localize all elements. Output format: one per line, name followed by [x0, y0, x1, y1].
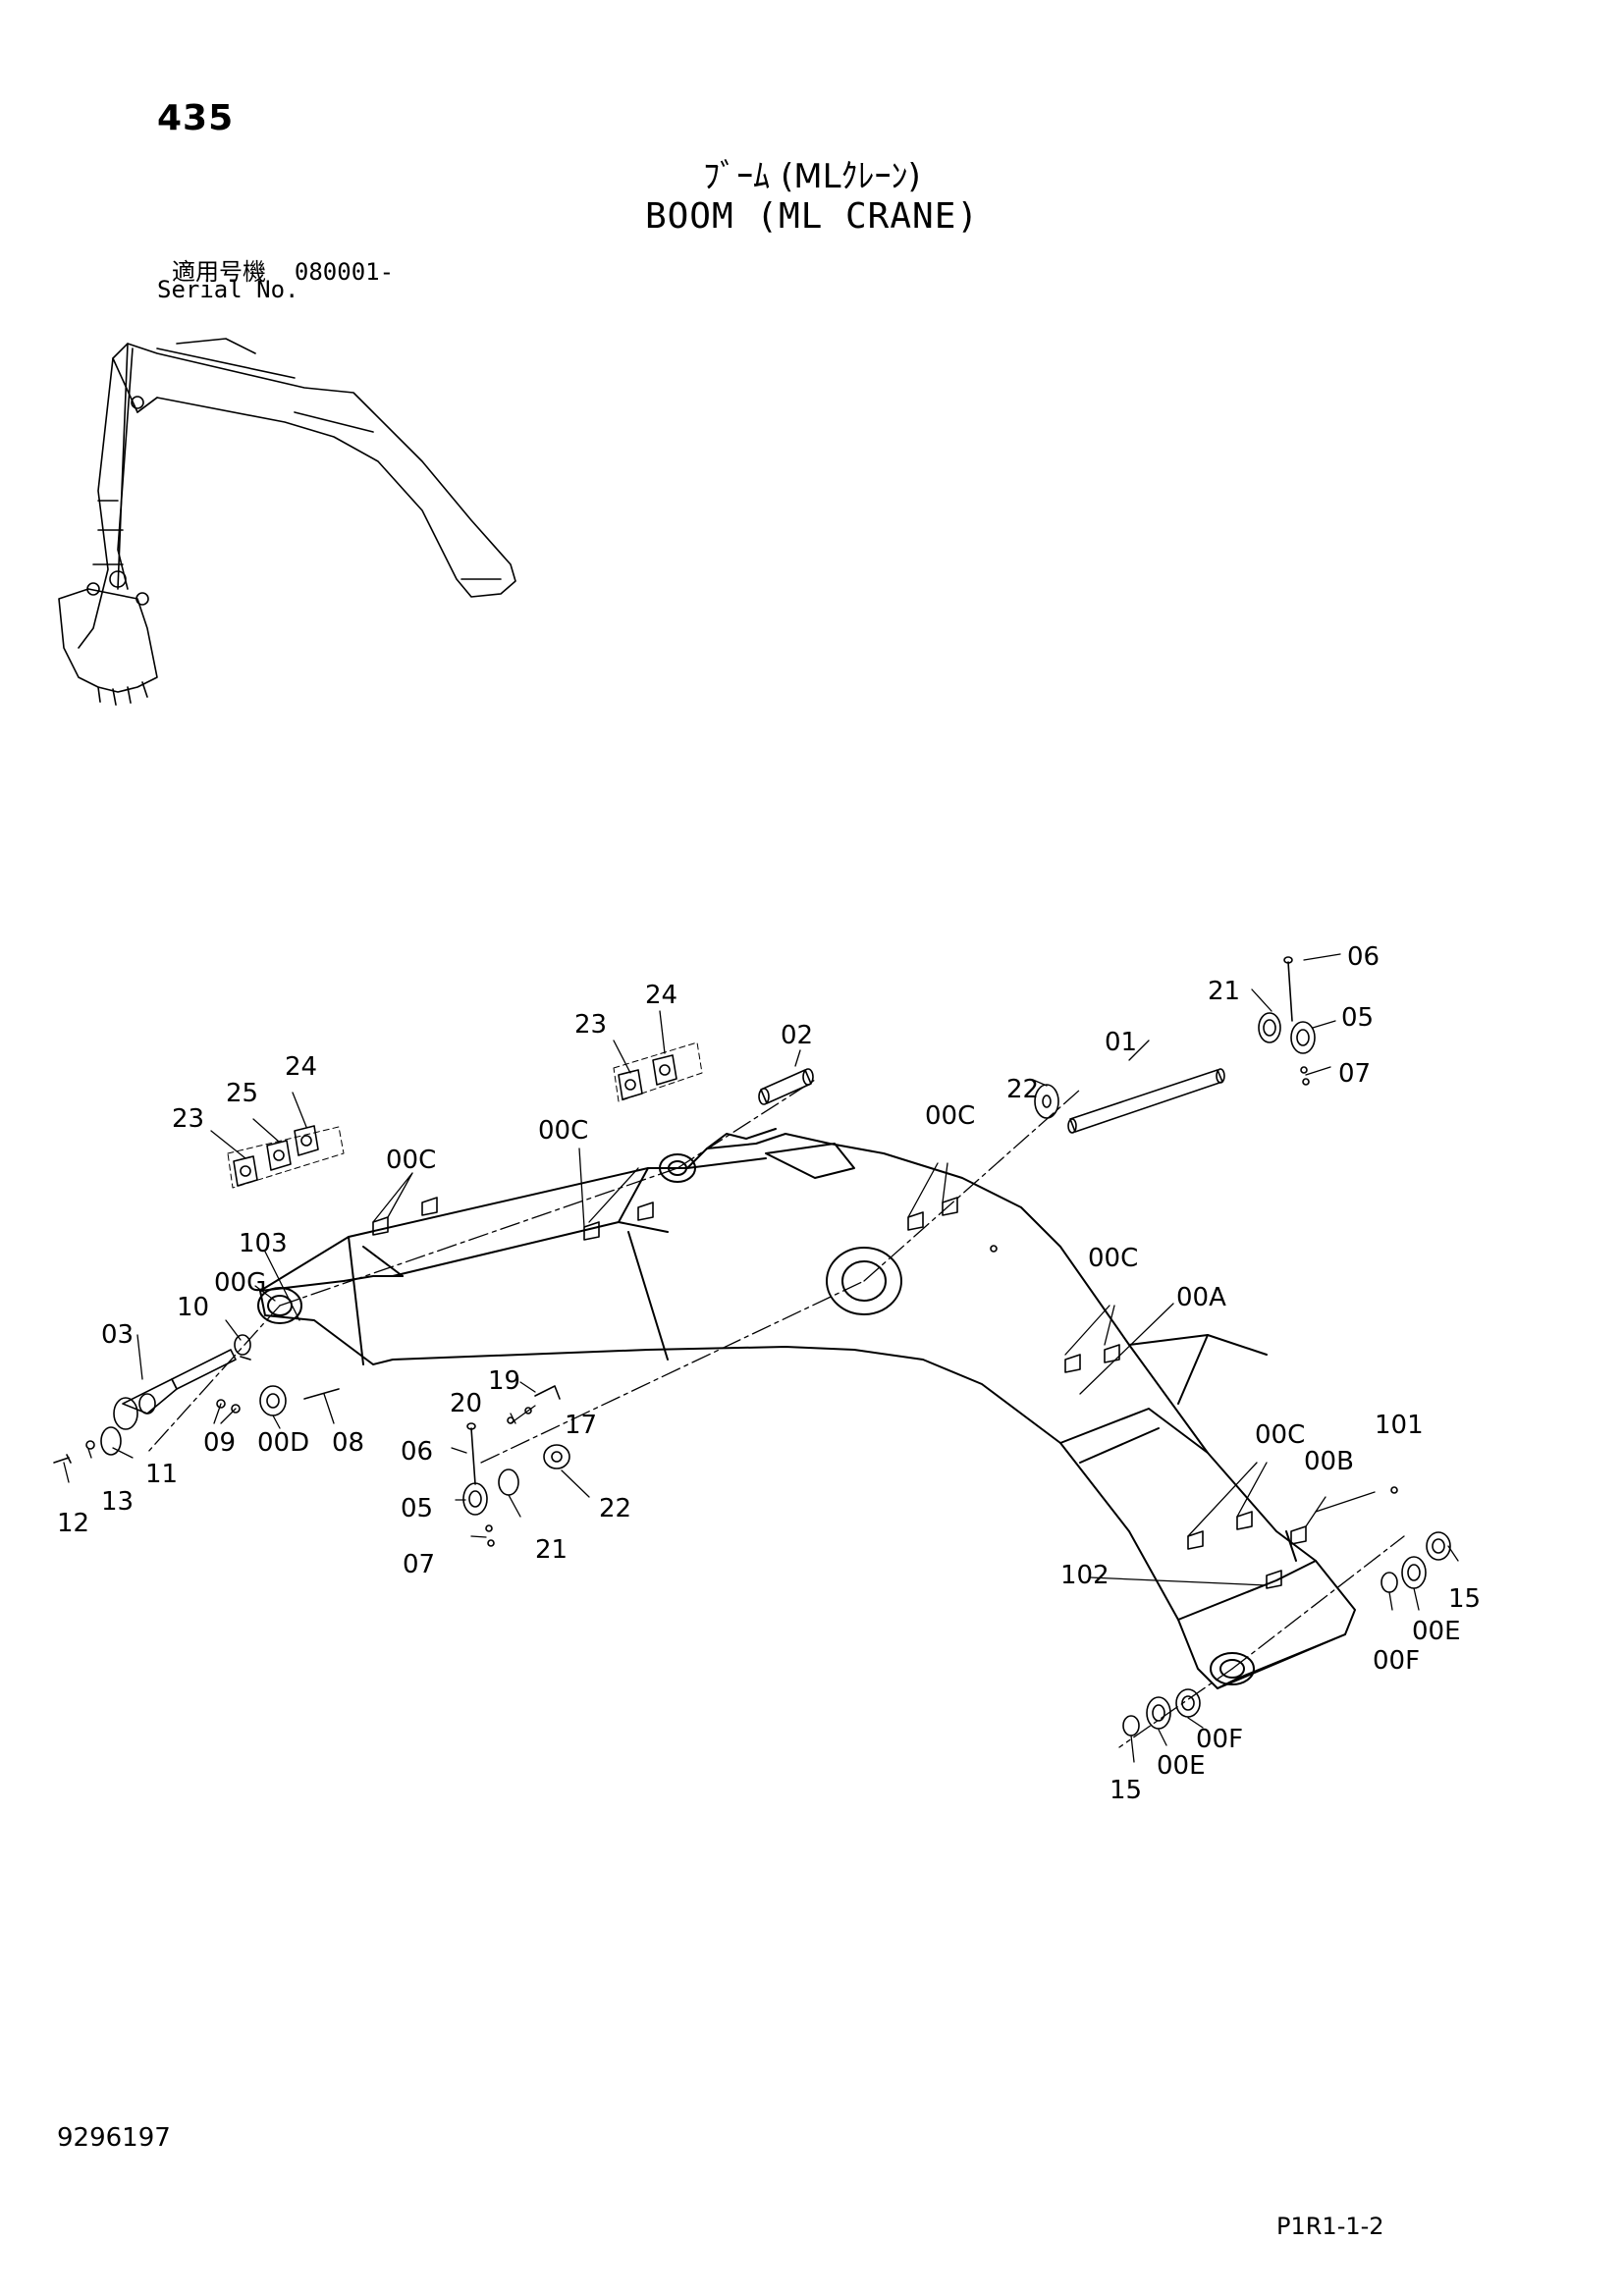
callout-label: 05 — [1341, 1003, 1374, 1033]
callout-label: 24 — [285, 1052, 317, 1082]
title-english: BOOM (ML CRANE) — [644, 196, 980, 237]
callout-label: 102 — [1060, 1561, 1110, 1590]
callout-label: 13 — [101, 1487, 134, 1517]
callout-label: 03 — [101, 1320, 134, 1350]
callout-label: 24 — [645, 981, 677, 1010]
callout-label: 00F — [1373, 1646, 1420, 1676]
callout-label: 00C — [1255, 1420, 1305, 1450]
callout-label: 00C — [1088, 1244, 1138, 1273]
callout-label: 23 — [172, 1104, 204, 1134]
callout-label: 101 — [1375, 1411, 1424, 1440]
page-number: 435 — [157, 98, 235, 138]
pin-03 — [53, 1349, 237, 1464]
callout-label: 00F — [1196, 1725, 1243, 1754]
callout-labels: 06 05 07 21 01 22 02 24 23 24 23 25 00C … — [57, 942, 1481, 1805]
callout-label: 23 — [574, 1010, 607, 1040]
callout-label: 22 — [599, 1494, 631, 1523]
callout-label: 22 — [1006, 1075, 1039, 1104]
callout-label: 00C — [386, 1146, 436, 1175]
callout-label: 17 — [565, 1411, 597, 1440]
document-number: 9296197 — [57, 2123, 171, 2153]
callout-label: 10 — [177, 1293, 209, 1322]
boom-main-body — [257, 1128, 1356, 1689]
collars-and-rings — [216, 956, 1451, 1736]
callout-label: 00E — [1157, 1751, 1206, 1781]
pin-01 — [1067, 1068, 1225, 1134]
excavator-overview-illustration — [58, 338, 516, 706]
page-code: P1R1-1-2 — [1276, 2213, 1384, 2240]
shims — [227, 1041, 703, 1189]
callout-label: 15 — [1448, 1584, 1481, 1614]
axis-lines — [146, 1079, 1405, 1748]
callout-label: 00G — [214, 1268, 266, 1298]
callout-label: 00B — [1304, 1447, 1354, 1476]
callout-label: 00C — [925, 1101, 975, 1131]
callout-label: 02 — [781, 1021, 813, 1050]
callout-label: 25 — [226, 1079, 258, 1108]
callout-label: 00C — [538, 1116, 588, 1146]
callout-label: 00A — [1176, 1283, 1226, 1312]
callout-label: 07 — [403, 1550, 435, 1579]
callout-label: 07 — [1338, 1059, 1371, 1089]
title-japanese: ﾌﾞｰﾑ (MLｸﾚｰﾝ) — [703, 157, 921, 196]
callout-label: 15 — [1110, 1776, 1142, 1805]
callout-label: 21 — [1208, 977, 1240, 1006]
callout-label: 103 — [239, 1229, 288, 1258]
callout-label: 01 — [1105, 1028, 1137, 1057]
callout-label: 19 — [488, 1366, 520, 1396]
callout-label: 00E — [1412, 1617, 1461, 1646]
serial-label-japanese: 適用号機 — [172, 258, 266, 286]
callout-label: 06 — [1347, 942, 1380, 972]
callout-label: 21 — [535, 1535, 568, 1565]
callout-label: 11 — [145, 1460, 178, 1489]
serial-applicability: 適用号機 080001- — [172, 252, 394, 287]
callout-label: 00D — [257, 1428, 309, 1458]
callout-label: 09 — [203, 1428, 236, 1458]
callout-label: 12 — [57, 1509, 89, 1538]
callout-label: 20 — [450, 1389, 482, 1418]
gusset-plates — [372, 1197, 1307, 1589]
callout-label: 05 — [401, 1494, 433, 1523]
pin-02 — [758, 1068, 814, 1105]
callout-label: 06 — [401, 1437, 433, 1467]
leader-lines — [63, 953, 1459, 1763]
serial-value: 080001- — [294, 258, 395, 286]
callout-label: 08 — [332, 1428, 364, 1458]
serial-label-english: Serial No. — [157, 276, 299, 303]
